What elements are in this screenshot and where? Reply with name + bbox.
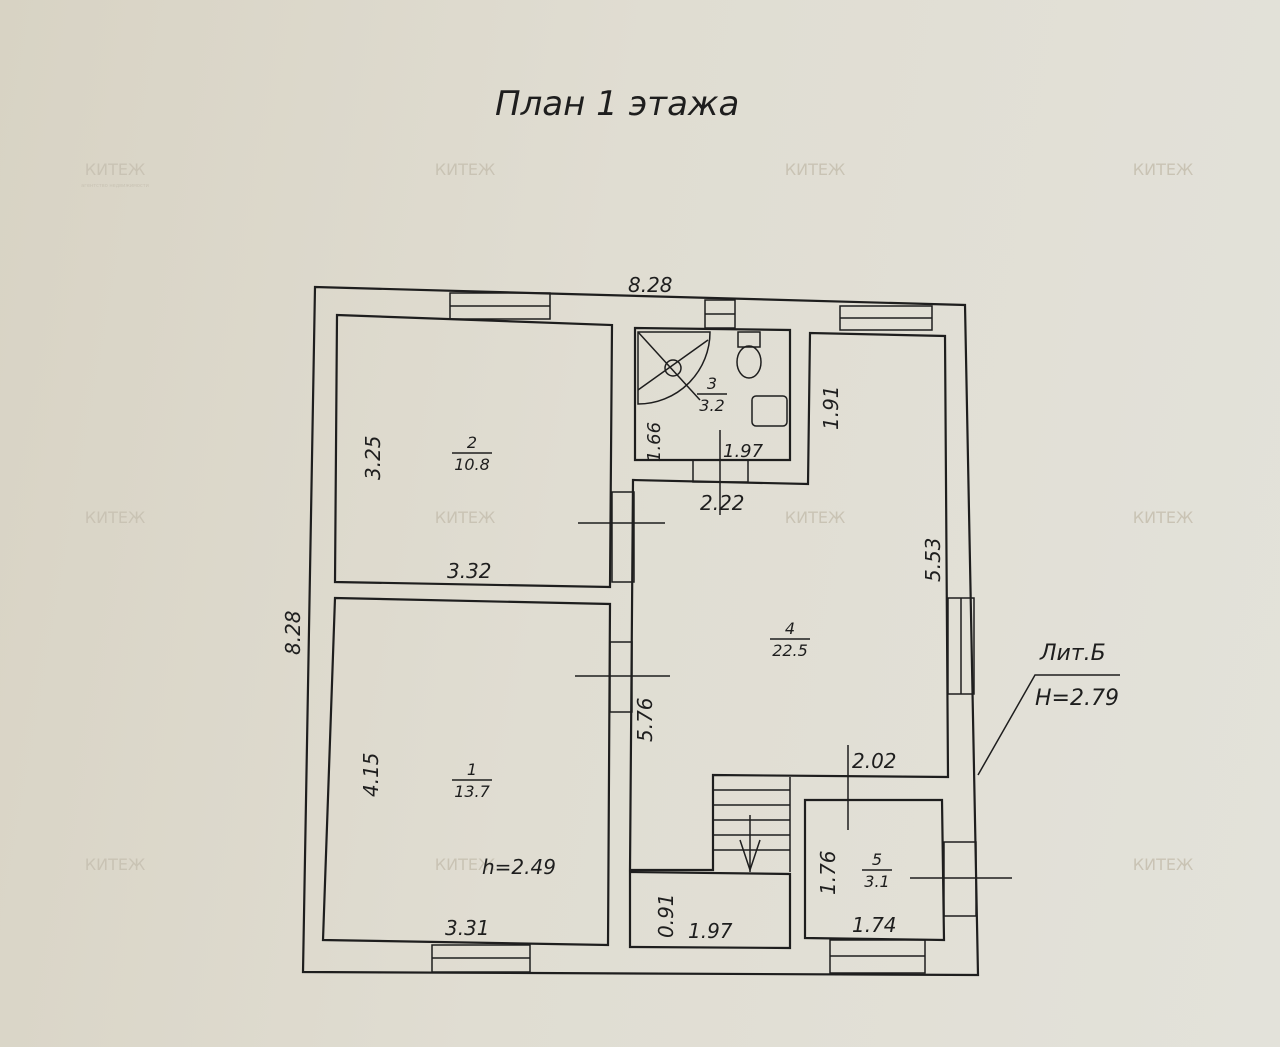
svg-text:1.97: 1.97 xyxy=(723,441,764,462)
svg-text:КИТЕЖ: КИТЕЖ xyxy=(1133,160,1193,179)
svg-text:КИТЕЖ: КИТЕЖ xyxy=(1133,508,1193,527)
room-2 xyxy=(333,313,614,589)
svg-text:2.22: 2.22 xyxy=(700,491,745,515)
svg-text:5.76: 5.76 xyxy=(633,697,657,742)
litera-height: H=2.79 xyxy=(1035,686,1119,711)
svg-text:22.5: 22.5 xyxy=(772,641,808,660)
litera-label: Лит.Б xyxy=(1039,641,1106,666)
svg-text:КИТЕЖ: КИТЕЖ xyxy=(785,508,845,527)
room-5 xyxy=(803,798,946,942)
svg-text:1.66: 1.66 xyxy=(644,422,665,462)
svg-text:КИТЕЖ: КИТЕЖ xyxy=(785,160,845,179)
doors xyxy=(575,430,1012,917)
svg-text:2.02: 2.02 xyxy=(852,749,897,773)
svg-text:3.1: 3.1 xyxy=(864,872,889,891)
svg-text:4: 4 xyxy=(785,619,795,638)
svg-text:13.7: 13.7 xyxy=(454,782,490,801)
svg-text:1.76: 1.76 xyxy=(816,850,840,895)
room-1 xyxy=(321,596,612,947)
svg-text:1.97: 1.97 xyxy=(688,919,733,943)
svg-text:КИТЕЖ: КИТЕЖ xyxy=(85,160,145,179)
svg-text:5: 5 xyxy=(872,850,882,869)
svg-text:3.25: 3.25 xyxy=(361,435,385,480)
svg-text:КИТЕЖ: КИТЕЖ xyxy=(1133,855,1193,874)
svg-text:8.28: 8.28 xyxy=(628,273,673,297)
svg-text:1.91: 1.91 xyxy=(819,385,843,430)
svg-text:2: 2 xyxy=(467,433,477,452)
svg-text:3.31: 3.31 xyxy=(445,916,490,940)
bathroom-fixtures xyxy=(637,331,788,427)
room-4 xyxy=(628,331,950,872)
svg-text:КИТЕЖ: КИТЕЖ xyxy=(85,855,145,874)
plan-title: План 1 этажа xyxy=(495,84,739,124)
svg-text:КИТЕЖ: КИТЕЖ xyxy=(85,508,145,527)
litera-leader xyxy=(977,674,1120,776)
svg-text:КИТЕЖ: КИТЕЖ xyxy=(435,855,495,874)
svg-text:КИТЕЖ: КИТЕЖ xyxy=(435,508,495,527)
svg-text:КИТЕЖ: КИТЕЖ xyxy=(435,160,495,179)
room-3 xyxy=(633,326,792,462)
stairs xyxy=(713,777,791,873)
svg-text:1: 1 xyxy=(467,760,477,779)
windows xyxy=(431,292,975,974)
svg-text:3: 3 xyxy=(707,374,717,393)
outer-wall xyxy=(301,285,980,977)
svg-text:1.74: 1.74 xyxy=(852,913,897,937)
svg-text:5.53: 5.53 xyxy=(921,537,945,582)
svg-text:3.2: 3.2 xyxy=(699,396,724,415)
svg-text:8.28: 8.28 xyxy=(281,610,305,655)
svg-text:4.15: 4.15 xyxy=(359,752,383,797)
stair-area xyxy=(628,870,792,950)
room-labels: 1 13.7 2 10.8 3 3.2 4 22.5 5 3.1 xyxy=(452,374,892,891)
svg-text:агентство недвижимости: агентство недвижимости xyxy=(81,183,149,189)
svg-text:0.91: 0.91 xyxy=(654,893,678,938)
svg-text:10.8: 10.8 xyxy=(454,455,490,474)
svg-text:3.32: 3.32 xyxy=(447,559,492,583)
dimension-labels: 8.28 8.28 3.25 3.32 4.15 3.31 h=2.49 1.6… xyxy=(281,273,945,943)
svg-text:h=2.49: h=2.49 xyxy=(482,855,556,879)
